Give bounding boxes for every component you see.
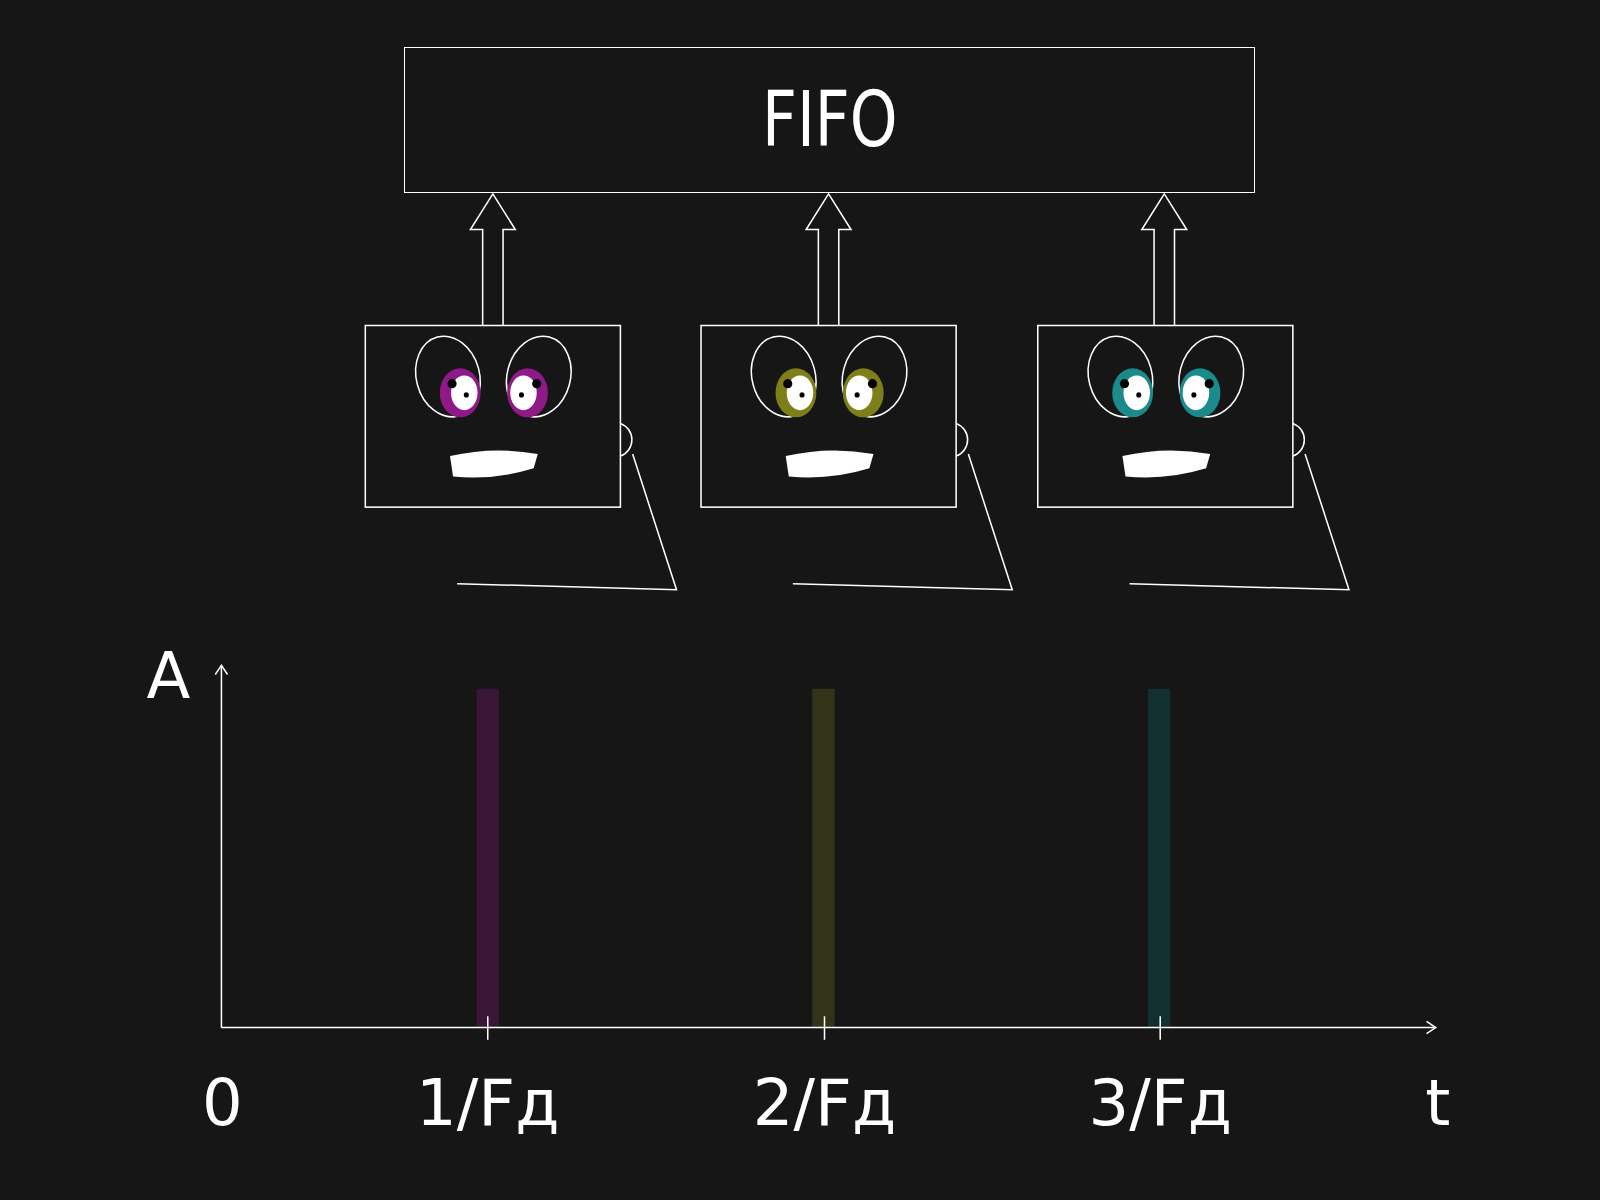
sample-bar: [477, 689, 499, 1028]
sample-bar: [1148, 689, 1170, 1028]
sample-bar: [812, 689, 834, 1028]
axes: [215, 665, 1435, 1039]
tick-label: 3/Fд: [1089, 1071, 1232, 1135]
adc-face: [701, 326, 1012, 590]
tick-label: 0: [202, 1071, 243, 1135]
fifo-box: FIFO: [404, 47, 1255, 193]
tick-label: 2/Fд: [753, 1071, 896, 1135]
axis-label: t: [1425, 1071, 1450, 1135]
adc-face: [1038, 326, 1349, 590]
adc-face: [365, 326, 676, 590]
node-title: FIFO: [762, 82, 898, 158]
axis-label: A: [146, 644, 190, 708]
tick-label: 1/Fд: [416, 1071, 559, 1135]
hollow-arrows: [470, 194, 1186, 326]
